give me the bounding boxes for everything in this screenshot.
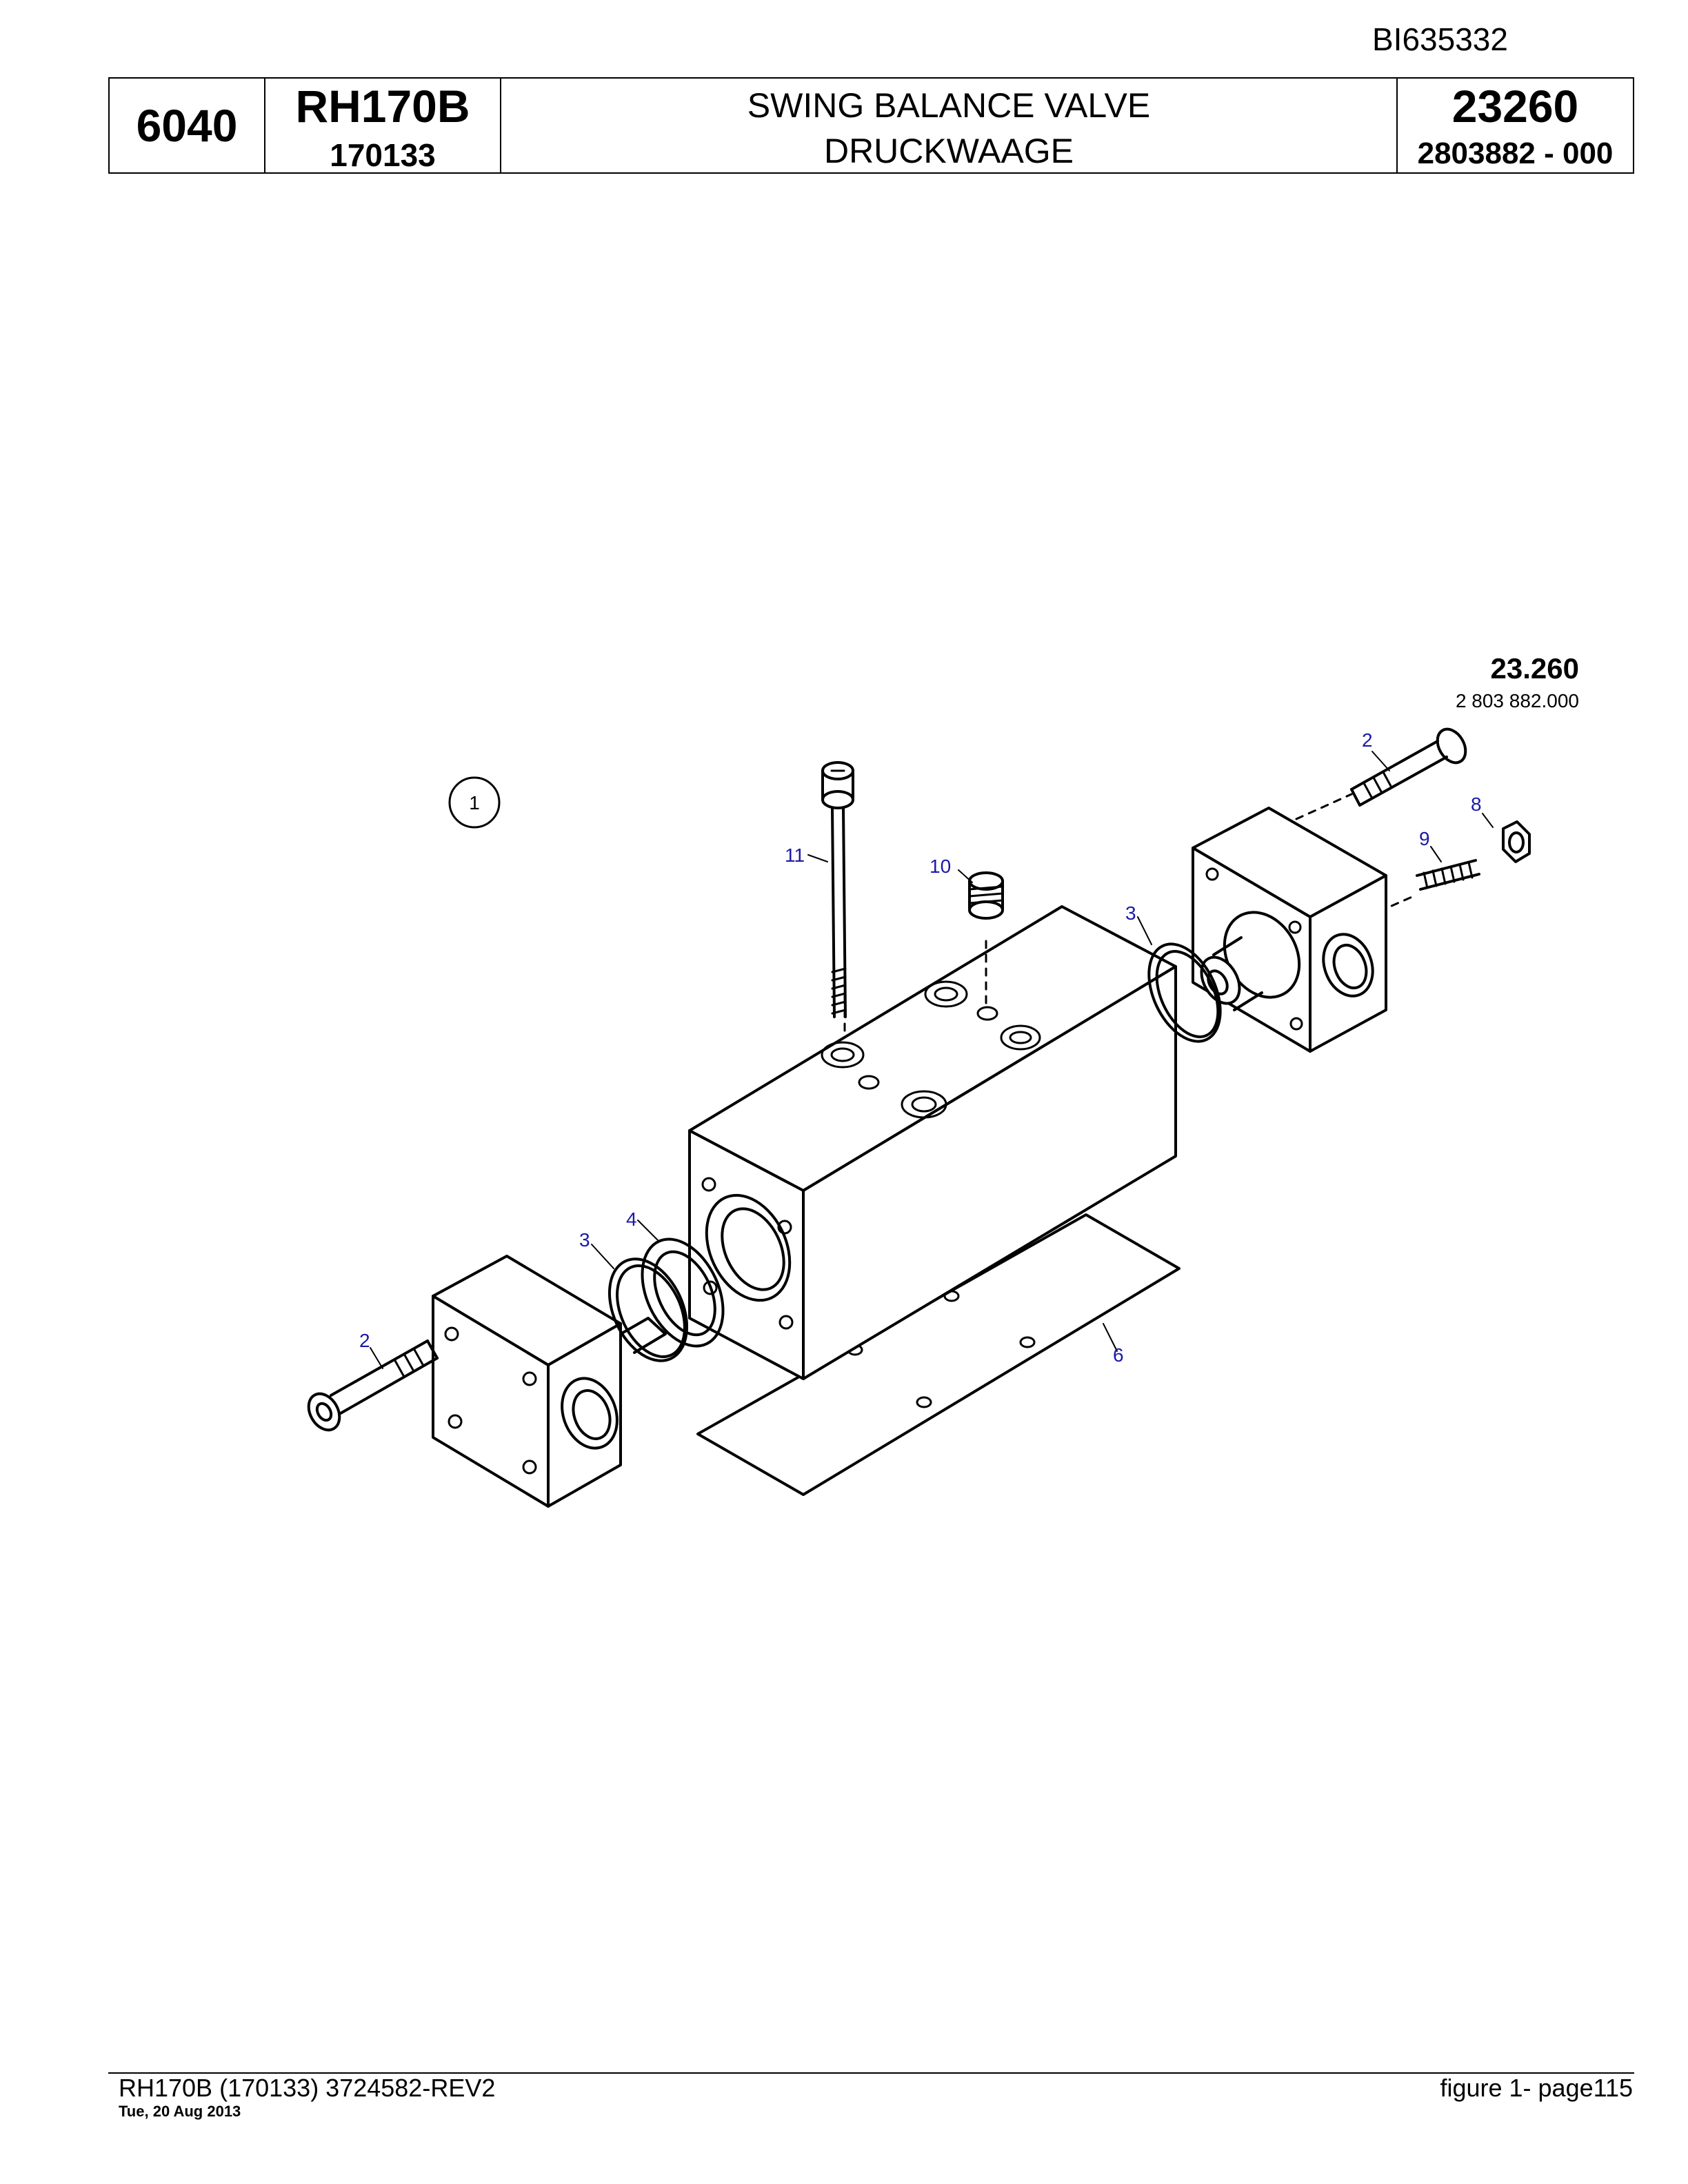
footer-divider xyxy=(108,2072,1634,2074)
o-ring-left xyxy=(607,1257,689,1362)
set-screw-10 xyxy=(968,871,1004,920)
svg-text:1: 1 xyxy=(469,792,480,813)
part-number: 2803882 - 000 xyxy=(1417,136,1614,170)
callout-6: 6 xyxy=(1113,1344,1124,1366)
callout-8: 8 xyxy=(1471,793,1482,815)
left-flange-block xyxy=(432,1255,667,1508)
bolt-2-upper xyxy=(1350,727,1467,807)
title-german: DRUCKWAAGE xyxy=(823,132,1074,170)
leader-lines xyxy=(370,751,1494,1369)
bolt-2-lower xyxy=(307,1339,439,1432)
group-number: 6040 xyxy=(136,100,238,151)
page-code-cell: 23260 2803882 - 000 xyxy=(1398,79,1633,172)
callout-4: 4 xyxy=(626,1209,637,1230)
footer-date: Tue, 20 Aug 2013 xyxy=(119,2103,241,2120)
serial-number: 170133 xyxy=(330,137,436,173)
page-code: 23260 xyxy=(1451,81,1579,132)
reference-circle: 1 xyxy=(448,776,501,829)
cap-screw-11 xyxy=(821,761,854,1018)
callout-2-upper: 2 xyxy=(1362,729,1373,751)
right-flange-block xyxy=(1192,807,1387,1053)
model-cell: RH170B 170133 xyxy=(265,79,501,173)
callout-2-lower: 2 xyxy=(359,1330,370,1351)
o-ring-right xyxy=(1147,942,1222,1043)
nut-8 xyxy=(1502,820,1531,863)
footer-page-ref: figure 1- page115 xyxy=(1440,2074,1633,2102)
header-table: 6040 RH170B 170133 SWING BALANCE VALVE D… xyxy=(108,77,1634,174)
callout-11: 11 xyxy=(785,845,805,866)
callout-10: 10 xyxy=(930,856,951,877)
valve-body xyxy=(688,905,1177,1380)
model-name: RH170B xyxy=(295,81,470,132)
callout-3-right: 3 xyxy=(1125,902,1136,924)
title-english: SWING BALANCE VALVE xyxy=(747,86,1151,125)
callout-3-left: 3 xyxy=(579,1229,590,1251)
reference-part-number: 2 803 882.000 xyxy=(1456,690,1579,711)
callout-9: 9 xyxy=(1419,828,1430,849)
reference-number: 23.260 xyxy=(1491,652,1579,685)
callout-labels: 2 8 9 11 10 3 4 3 2 6 xyxy=(359,729,1482,1366)
group-cell: 6040 xyxy=(110,79,265,172)
stud-9 xyxy=(1416,859,1480,891)
title-cell: SWING BALANCE VALVE DRUCKWAAGE xyxy=(501,79,1398,172)
document-id: BI635332 xyxy=(1372,21,1508,57)
footer-document-ref: RH170B (170133) 3724582-REV2 xyxy=(119,2074,496,2102)
